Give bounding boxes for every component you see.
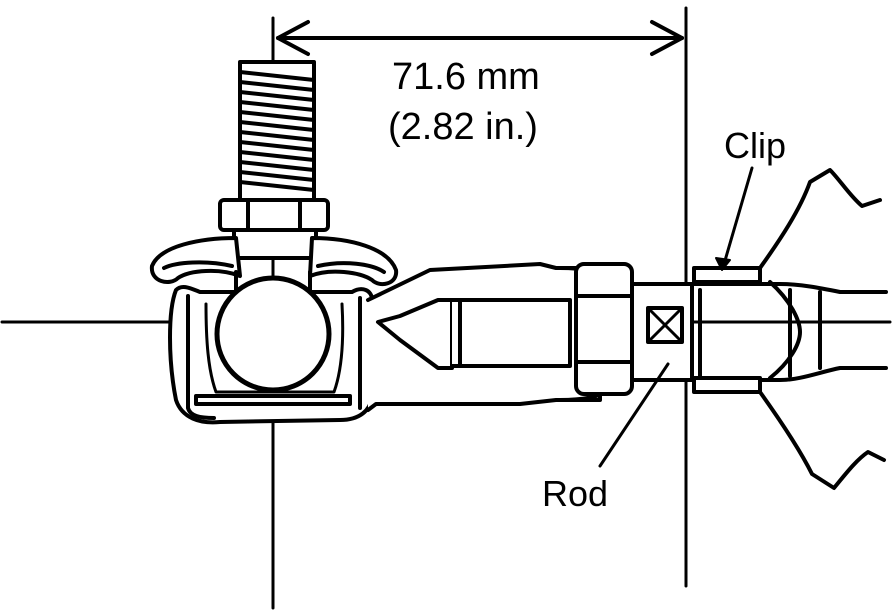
rod-leader	[598, 362, 670, 468]
threaded-stud	[238, 60, 316, 204]
clip-label: Clip	[724, 125, 787, 166]
ball-joint-housing	[149, 236, 399, 425]
adjusting-nut	[574, 262, 694, 396]
clip-and-boot	[692, 168, 886, 490]
rod-label: Rod	[542, 473, 609, 514]
tie-rod-arm	[366, 262, 614, 412]
clip-leader	[722, 166, 754, 266]
leader-lines	[598, 166, 754, 468]
dimension-arrow	[276, 20, 684, 56]
dimension-metric-label: 71.6 mm	[392, 56, 540, 98]
rod	[690, 282, 888, 382]
clip-leader-arrowhead	[715, 257, 731, 271]
dimension-imperial-label: (2.82 in.)	[388, 106, 538, 148]
